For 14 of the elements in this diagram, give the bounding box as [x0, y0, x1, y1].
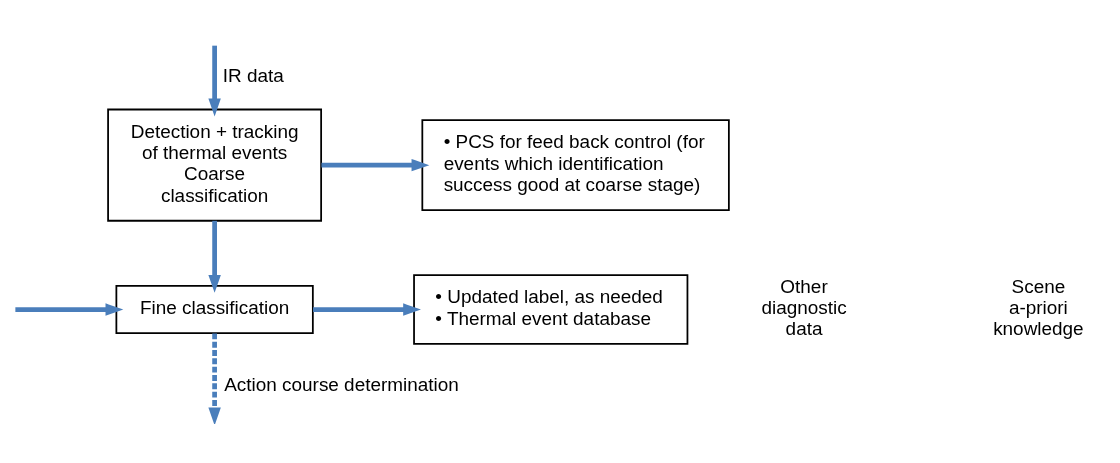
arrow: [321, 158, 430, 171]
node-box: Fine classification: [115, 284, 314, 334]
arrow: [208, 220, 221, 293]
arrow: [313, 302, 421, 316]
node-box: • Updated label, as needed • Thermal event database: [413, 273, 689, 345]
arrow: [15, 302, 124, 316]
arrow: [208, 45, 221, 116]
label: Other diagnostic data: [761, 275, 847, 339]
edge-label: Action course determination: [224, 373, 459, 395]
edge-label: IR data: [222, 64, 284, 86]
node-box: Detection + tracking of thermal events Coarse classification: [107, 108, 322, 222]
label: Scene a-priori knowledge: [993, 275, 1084, 339]
node-box: • PCS for feed back control (for events which identification success good at coarse stage): [421, 118, 730, 211]
arrow: [208, 333, 221, 424]
